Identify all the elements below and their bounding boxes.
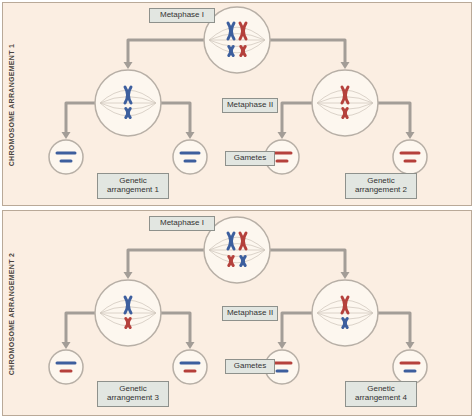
spindle-fiber (317, 103, 373, 104)
chromatid (231, 23, 234, 39)
stage-label-box: Gametes (225, 151, 275, 166)
chromatid (231, 257, 233, 266)
stage-label: Metaphase II (227, 309, 273, 318)
gamete-cell (49, 350, 83, 384)
gamete-cell (393, 350, 427, 384)
cell-membrane (312, 280, 378, 346)
chromosome (401, 362, 419, 365)
chromosome (185, 370, 195, 373)
chromosome (277, 160, 287, 163)
spindle-fiber (209, 40, 265, 46)
stage-label-box: Metaphase I (149, 8, 215, 23)
stage-label: Metaphase I (160, 11, 204, 20)
chromatid (128, 319, 130, 328)
chromatid (128, 87, 131, 103)
stage-label: Genetic arrangement 4 (349, 385, 413, 403)
chromosome (185, 160, 195, 163)
chromosome (61, 160, 71, 163)
chromosome (401, 152, 419, 155)
spindle-fiber (209, 237, 265, 250)
chromosome (277, 370, 287, 373)
spindle-fiber (317, 103, 373, 109)
chromatid (243, 233, 246, 249)
panel-title: CHROMOSOME ARRANGEMENT 2 (6, 216, 18, 412)
gamete-cell (173, 350, 207, 384)
stage-label: Genetic arrangement 1 (101, 177, 165, 195)
stage-label-box: Genetic arrangement 1 (97, 173, 169, 199)
spindle-fiber (100, 313, 156, 314)
cell-membrane (95, 280, 161, 346)
stage-label-box: Metaphase I (149, 216, 215, 231)
chromosome (61, 370, 71, 373)
spindle-fiber (317, 313, 373, 314)
panel-title: CHROMOSOME ARRANGEMENT 1 (6, 7, 18, 203)
stage-label-box: Genetic arrangement 4 (345, 381, 417, 407)
stage-label: Metaphase II (227, 101, 273, 110)
stage-label: Gametes (234, 362, 266, 371)
spindle-fiber (209, 250, 265, 251)
chromosome (405, 370, 415, 373)
spindle-fiber (209, 40, 265, 41)
chromosome (57, 152, 75, 155)
chromatid (231, 233, 234, 249)
spindle-fiber (317, 313, 373, 319)
chromosome (181, 152, 199, 155)
stage-label: Gametes (234, 154, 266, 163)
stage-label-box: Genetic arrangement 2 (345, 173, 417, 199)
chromatid (243, 257, 245, 266)
gamete-cell (49, 140, 83, 174)
gamete-cell (393, 140, 427, 174)
chromosome (57, 362, 75, 365)
spindle-fiber (209, 250, 265, 263)
cell-membrane (95, 70, 161, 136)
chromosome (405, 160, 415, 163)
spindle-fiber (209, 244, 265, 250)
chromosome (273, 362, 291, 365)
spindle-fiber (100, 313, 156, 319)
spindle-fiber (209, 27, 265, 40)
spindle-fiber (209, 40, 265, 53)
chromatid (128, 109, 130, 118)
chromatid (345, 87, 348, 103)
spindle-fiber (209, 34, 265, 40)
chromatid (345, 109, 347, 118)
chromosome (181, 362, 199, 365)
stage-label: Metaphase I (160, 219, 204, 228)
chromatid (243, 23, 246, 39)
stage-label: Genetic arrangement 3 (101, 385, 165, 403)
stage-label-box: Gametes (225, 359, 275, 374)
stage-label-box: Metaphase II (222, 306, 278, 321)
gamete-cell (173, 140, 207, 174)
cell-membrane (312, 70, 378, 136)
chromatid (243, 47, 245, 56)
chromatid (345, 297, 348, 313)
stage-label-box: Metaphase II (222, 98, 278, 113)
spindle-fiber (209, 250, 265, 256)
chromatid (345, 319, 347, 328)
stage-label-box: Genetic arrangement 3 (97, 381, 169, 407)
chromatid (128, 297, 131, 313)
chromosome (273, 152, 291, 155)
spindle-fiber (100, 103, 156, 109)
stage-label: Genetic arrangement 2 (349, 177, 413, 195)
chromatid (231, 47, 233, 56)
spindle-fiber (100, 103, 156, 104)
